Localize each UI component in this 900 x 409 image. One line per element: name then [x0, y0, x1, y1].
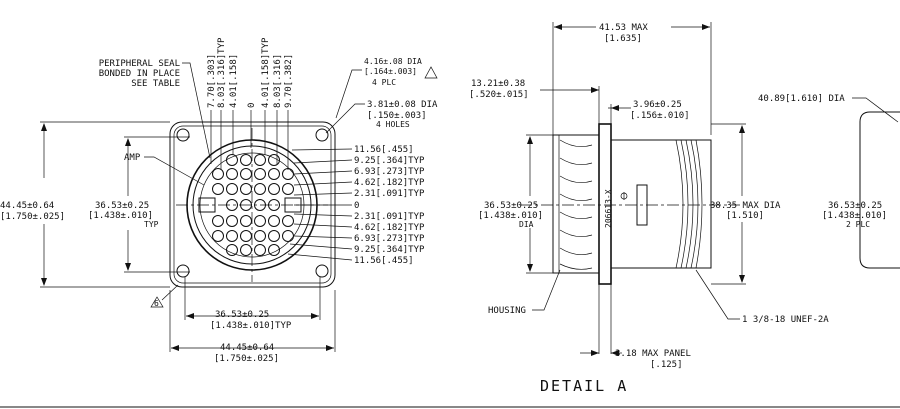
end-dia-leader — [852, 97, 899, 123]
flange-length-1: 13.21±0.38 — [471, 79, 525, 89]
part-marking: 206613-X — [604, 189, 613, 228]
flange-thickness-2: [.156±.010] — [630, 111, 690, 121]
end-view: 40.89[1.610] DIA 36.53±0.25 [1.438±.010]… — [758, 94, 900, 269]
bottom-inner-width-1: 36.53±0.25 — [215, 310, 269, 320]
row-dim-3: 6.93[.273]TYP — [354, 167, 425, 177]
contact-cavities — [212, 154, 294, 256]
bottom-outer-width-2: [1.750±.025] — [214, 354, 279, 364]
row-dim-2: 9.25[.364]TYP — [354, 156, 425, 166]
top-dim-7: 9.70[.382] — [284, 54, 294, 108]
flange-thickness-1: 3.96±0.25 — [633, 100, 682, 110]
row-dim-10: 9.25[.364]TYP — [354, 245, 425, 255]
end-dim-3: 2 PLC — [846, 220, 870, 229]
row-dim-8: 4.62[.182]TYP — [354, 223, 425, 233]
overall-length-1: 41.53 MAX — [599, 23, 648, 33]
bo-arrow-left — [171, 345, 179, 351]
top-dim-2: 8.03[.316]TYP — [217, 37, 227, 108]
flag-triangle — [150, 296, 164, 308]
flange-length-arrow — [591, 87, 599, 93]
panel-note-2: [.125] — [650, 360, 683, 370]
flange-inner-outline — [173, 125, 332, 284]
detail-label: DETAIL A — [540, 377, 628, 395]
thread-label: 1 3/8-18 UNEF-2A — [742, 315, 829, 325]
seal-note-1: PERIPHERAL SEAL — [99, 59, 180, 69]
seal-leader — [182, 62, 211, 159]
inner-height-1: 36.53±0.25 — [95, 201, 149, 211]
left-dia-2: [1.438±.010] — [478, 211, 543, 221]
row-dim-5: 2.31[.091]TYP — [354, 189, 425, 199]
max-dia-2: [1.510] — [726, 211, 764, 221]
hole-leader — [325, 103, 365, 134]
amp-label: AMP — [124, 153, 141, 163]
row-dim-9: 6.93[.273]TYP — [354, 234, 425, 244]
inner-height-2: [1.438±.010] — [88, 211, 153, 221]
top-dim-3: 4.01[.158] — [229, 54, 239, 108]
row-dim-6: 0 — [354, 201, 359, 211]
left-dia-1: 36.53±0.25 — [484, 201, 538, 211]
side-view: 41.53 MAX [1.635] 13.21±0.38 [.520±.015]… — [469, 22, 829, 395]
housing-leader — [532, 269, 561, 311]
mount-hole-note-2: [.164±.003] — [364, 67, 417, 76]
bo-arrow-right — [326, 345, 334, 351]
top-dim-1: 7.70[.303] — [207, 54, 217, 108]
row-dim-11: 11.56[.455] — [354, 256, 414, 266]
height-arrow-bottom — [41, 278, 47, 286]
bottom-outer-width-1: 44.45±0.64 — [220, 343, 274, 353]
left-dia-3: DIA — [519, 220, 534, 229]
front-view: PERIPHERAL SEAL BONDED IN PLACE SEE TABL… — [0, 37, 438, 364]
mount-hole-br — [315, 264, 329, 278]
mount-hole-tl — [176, 128, 190, 142]
top-dim-5: 4.01[.158]TYP — [261, 37, 271, 108]
bottom-inner-width-2: [1.438±.010]TYP — [210, 321, 292, 331]
top-dim-6: 8.03[.316] — [273, 54, 283, 108]
overall-length-2: [1.635] — [604, 34, 642, 44]
seal-note-2: BONDED IN PLACE — [99, 69, 180, 79]
thread-leader — [695, 269, 740, 320]
mount-hole-tr — [315, 128, 329, 142]
top-column-dims: 7.70[.303] 8.03[.316]TYP 4.01[.158] 0 4.… — [207, 37, 294, 170]
amp-leader — [144, 156, 205, 186]
inner-arrow-bottom — [125, 263, 131, 271]
hole-note-1: 3.81±0.08 DIA — [367, 100, 438, 110]
mount-hole-leader — [335, 69, 362, 119]
front-barrel — [610, 139, 712, 269]
seal-note-3: SEE TABLE — [131, 79, 180, 89]
flag-symbol: 6 — [154, 299, 159, 308]
inner-arrow-top — [125, 138, 131, 146]
end-flange-partial — [859, 111, 900, 269]
hole-note-3: 4 HOLES — [376, 120, 410, 129]
end-dia-label: 40.89[1.610] DIA — [758, 94, 845, 104]
len-arrow-left — [554, 24, 562, 30]
row-dim-4: 4.62[.182]TYP — [354, 178, 425, 188]
end-dim-1: 36.53±0.25 — [828, 201, 882, 211]
inner-height-3: TYP — [144, 220, 159, 229]
flange-thickness-arrow — [611, 105, 619, 111]
left-height-1: 44.45±0.64 — [0, 201, 54, 211]
end-dim-2: [1.438±.010] — [822, 211, 887, 221]
left-height-2: [1.750±.025] — [0, 212, 65, 222]
height-arrow-top — [41, 123, 47, 131]
mount-hole-note-1: 4.16±.08 DIA — [364, 57, 422, 66]
flange-length-2: [.520±.015] — [469, 90, 529, 100]
flag-leader — [161, 284, 179, 301]
mount-hole-bl — [176, 264, 190, 278]
front-threads — [675, 139, 703, 269]
top-dim-4: 0 — [247, 103, 257, 108]
rear-body — [552, 134, 600, 274]
len-arrow-right — [702, 24, 710, 30]
panel-note-1: 3.18 MAX PANEL — [615, 349, 691, 359]
mount-hole-note-3: 4 PLC — [372, 78, 396, 87]
bw-arrow-right — [311, 313, 319, 319]
hole-note-2: [.150±.003] — [367, 111, 427, 121]
housing-label: HOUSING — [488, 306, 526, 316]
flange-outline — [169, 121, 336, 288]
row-dim-7: 2.31[.091]TYP — [354, 212, 425, 222]
right-row-dims: 11.56[.455] 9.25[.364]TYP 6.93[.273]TYP … — [287, 145, 425, 266]
rear-threads — [559, 139, 593, 270]
note-flag-triangle — [424, 66, 438, 79]
bw-arrow-left — [186, 313, 194, 319]
row-dim-1: 11.56[.455] — [354, 145, 414, 155]
max-dia-1: 38.35 MAX DIA — [710, 201, 781, 211]
